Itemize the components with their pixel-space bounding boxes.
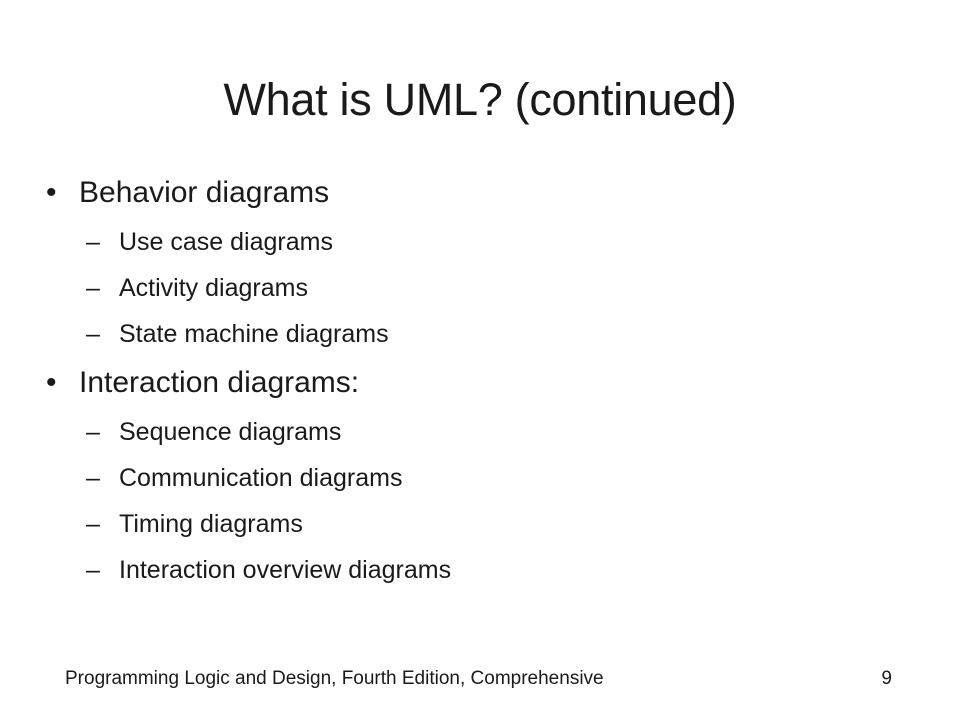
dash-marker: – xyxy=(86,228,100,256)
sub-item-label: Use case diagrams xyxy=(119,228,333,256)
sub-item: – State machine diagrams xyxy=(46,314,906,360)
sub-item-label: Timing diagrams xyxy=(119,510,303,538)
bullet-label: Behavior diagrams xyxy=(79,176,330,209)
bullet-marker: • xyxy=(46,176,57,209)
dash-marker: – xyxy=(86,510,100,538)
sub-item: – Communication diagrams xyxy=(46,458,906,504)
sub-item: – Activity diagrams xyxy=(46,268,906,314)
dash-marker: – xyxy=(86,320,100,348)
sub-item-label: Activity diagrams xyxy=(119,274,308,302)
slide-title: What is UML? (continued) xyxy=(223,74,737,125)
bullet-item-interaction: • Interaction diagrams: xyxy=(46,360,906,412)
page-number: 9 xyxy=(881,668,892,689)
sub-item-label: Interaction overview diagrams xyxy=(119,556,452,584)
bullet-marker: • xyxy=(46,366,57,399)
footer-text: Programming Logic and Design, Fourth Edi… xyxy=(65,668,604,689)
dash-marker: – xyxy=(86,418,100,446)
dash-marker: – xyxy=(86,556,100,584)
sub-item-label: State machine diagrams xyxy=(119,320,389,348)
bullet-label: Interaction diagrams: xyxy=(79,366,360,399)
sub-item: – Timing diagrams xyxy=(46,504,906,550)
sub-item: – Sequence diagrams xyxy=(46,412,906,458)
bullet-item-behavior: • Behavior diagrams xyxy=(46,170,906,222)
bullet-list: • Behavior diagrams – Use case diagrams … xyxy=(46,170,906,596)
sub-item-label: Sequence diagrams xyxy=(119,418,342,446)
sub-item: – Use case diagrams xyxy=(46,222,906,268)
dash-marker: – xyxy=(86,274,100,302)
sub-list-interaction: – Sequence diagrams – Communication diag… xyxy=(46,412,906,596)
sub-list-behavior: – Use case diagrams – Activity diagrams … xyxy=(46,222,906,360)
sub-item-label: Communication diagrams xyxy=(119,464,403,492)
dash-marker: – xyxy=(86,464,100,492)
sub-item: – Interaction overview diagrams xyxy=(46,550,906,596)
